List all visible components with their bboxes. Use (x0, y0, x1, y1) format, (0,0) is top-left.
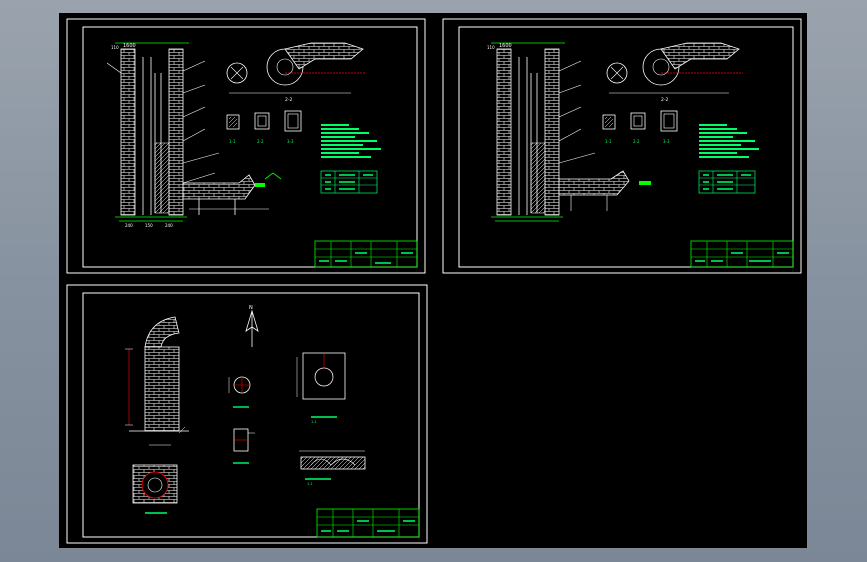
dim-label: 1600 (499, 43, 512, 49)
section-label: 1-1 (307, 482, 313, 486)
section-label: 1-1 (605, 139, 612, 144)
sheet-1[interactable]: 1600 110 240 150 240 2-2 (66, 18, 426, 274)
title-block (314, 240, 418, 268)
section-details: 1-1 2-2 3-3 (226, 110, 302, 144)
duct-section-detail: 1-1 (299, 450, 366, 486)
chimney-plan-icon (125, 316, 189, 514)
section-label: 1-1 (311, 420, 317, 424)
section-label: 2-2 (285, 97, 292, 103)
flue-plan-icon: 2-2 (606, 42, 743, 103)
opening-detail (228, 376, 255, 464)
sheet-3-inner-border (82, 292, 420, 538)
north-label: N (249, 305, 253, 311)
dim-label: 240 (165, 223, 173, 228)
sheet-2-inner-border (458, 26, 794, 268)
section-details: 1-1 2-2 3-3 (602, 110, 678, 144)
cad-drawing-canvas[interactable]: 1600 110 240 150 240 2-2 (59, 13, 807, 548)
flue-plan-icon: 2-2 (226, 42, 365, 103)
dim-label: 110 (487, 45, 495, 50)
plate-detail: 1-1 (296, 352, 346, 424)
sheet-2[interactable]: 1600 110 2-2 1-1 (442, 18, 802, 274)
sheet-2-outer-border (442, 18, 802, 274)
dim-label: 110 (111, 45, 119, 50)
notes-block (320, 124, 381, 194)
section-label: 3-3 (287, 139, 294, 144)
cad-drawing: 1600 110 240 150 240 2-2 (66, 18, 802, 544)
chimney-elevation-icon: 1600 110 240 150 240 (106, 42, 282, 228)
chimney-elevation-icon: 1600 110 (487, 42, 651, 222)
sheet-1-inner-border (82, 26, 418, 268)
section-label: 2-2 (257, 139, 264, 144)
sheet-3-outer-border (66, 284, 428, 544)
section-label: 3-3 (663, 139, 670, 144)
section-label: 1-1 (229, 139, 236, 144)
sheet-3[interactable]: N 1-1 (66, 284, 428, 544)
dim-label: 1600 (123, 43, 136, 49)
title-block (316, 508, 420, 538)
dim-label: 240 (125, 223, 133, 228)
section-label: 2-2 (661, 97, 668, 103)
section-label: 2-2 (633, 139, 640, 144)
north-arrow-icon: N (245, 305, 259, 347)
notes-block (698, 124, 759, 194)
dim-label: 150 (145, 223, 153, 228)
sheet-1-outer-border (66, 18, 426, 274)
title-block (690, 240, 794, 268)
